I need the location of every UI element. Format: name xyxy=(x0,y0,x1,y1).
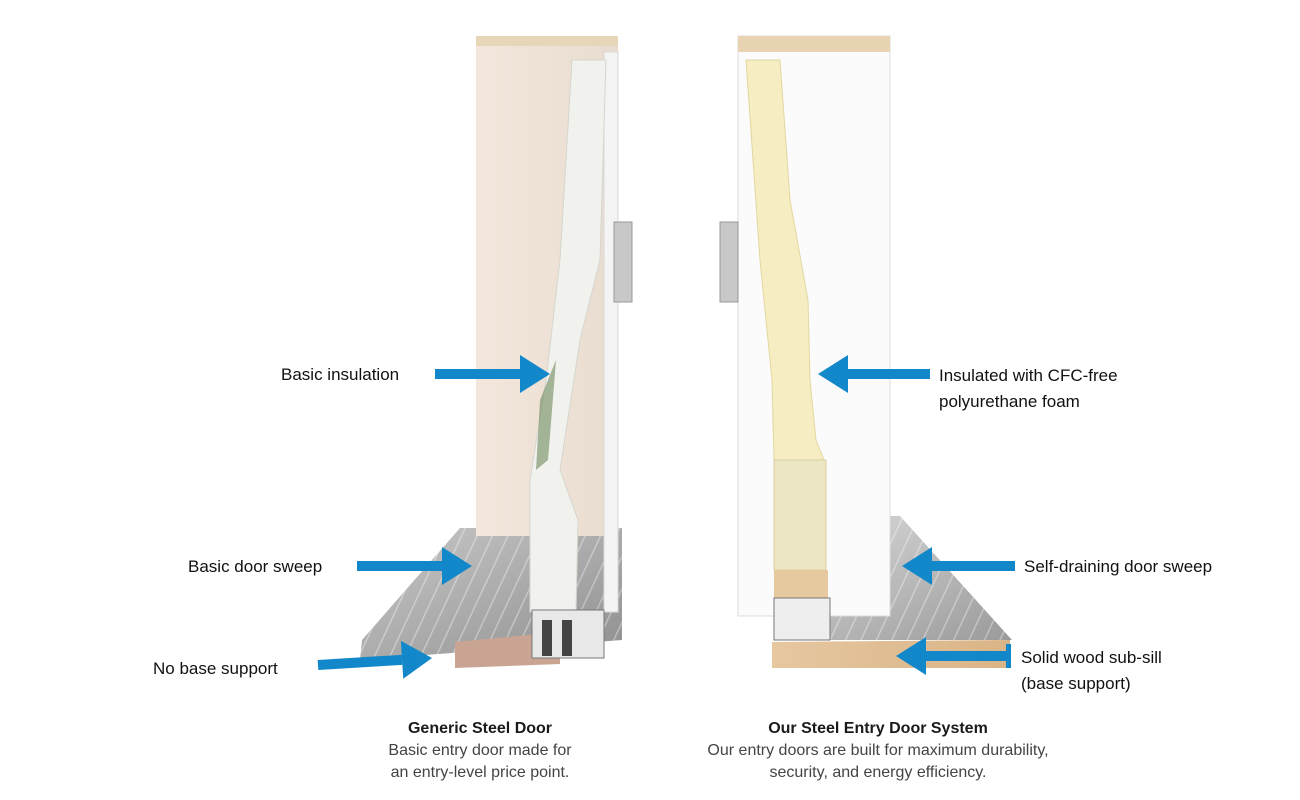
our-door-caption-title: Our Steel Entry Door System xyxy=(768,720,988,737)
our-sweep-label: Self-draining door sweep xyxy=(1024,557,1213,576)
generic-insulation-label: Basic insulation xyxy=(281,365,400,384)
generic-sweep-label: Basic door sweep xyxy=(188,557,323,576)
arrow-our-subsill-head xyxy=(896,637,926,675)
our-subsill-label-line1: Solid wood sub-sill xyxy=(1021,648,1162,667)
generic-door-caption-line1: Basic entry door made for xyxy=(388,742,572,759)
generic-door-hinge xyxy=(613,221,633,303)
arrow-generic-insulation-head xyxy=(520,355,550,393)
arrow-generic-sweep-head xyxy=(442,547,472,585)
callout-arrows xyxy=(317,355,1015,679)
generic-door-insulation xyxy=(529,59,607,613)
our-insulation-label-line2: polyurethane foam xyxy=(939,392,1080,411)
generic-base-label: No base support xyxy=(153,659,278,678)
generic-door-caption-line2: an entry-level price point. xyxy=(390,764,570,781)
arrow-our-insulation-head xyxy=(818,355,848,393)
generic-door-illustration xyxy=(360,36,633,668)
our-door-foam-core xyxy=(745,59,825,461)
arrow-our-subsill-endcap xyxy=(1006,644,1011,668)
our-door-caption-line2: security, and energy efficiency. xyxy=(769,764,987,781)
our-door-caption: Our Steel Entry Door System Our entry do… xyxy=(650,718,1106,784)
our-subsill-label-line2: (base support) xyxy=(1021,674,1131,693)
arrow-generic-base-head xyxy=(400,640,432,679)
our-insulation-label-line1: Insulated with CFC-free xyxy=(939,366,1118,385)
our-door-caption-line1: Our entry doors are built for maximum du… xyxy=(707,742,1049,759)
generic-door-caption: Generic Steel Door Basic entry door made… xyxy=(340,718,620,784)
our-door-hinge xyxy=(719,221,739,303)
generic-door-caption-title: Generic Steel Door xyxy=(407,720,553,737)
our-subsill-label: Solid wood sub-sill (base support) xyxy=(1021,645,1162,697)
arrow-our-sweep-head xyxy=(902,547,932,585)
arrow-generic-base-shaft xyxy=(317,654,403,670)
our-door-illustration xyxy=(719,35,1012,668)
our-insulation-label: Insulated with CFC-free polyurethane foa… xyxy=(939,363,1118,415)
